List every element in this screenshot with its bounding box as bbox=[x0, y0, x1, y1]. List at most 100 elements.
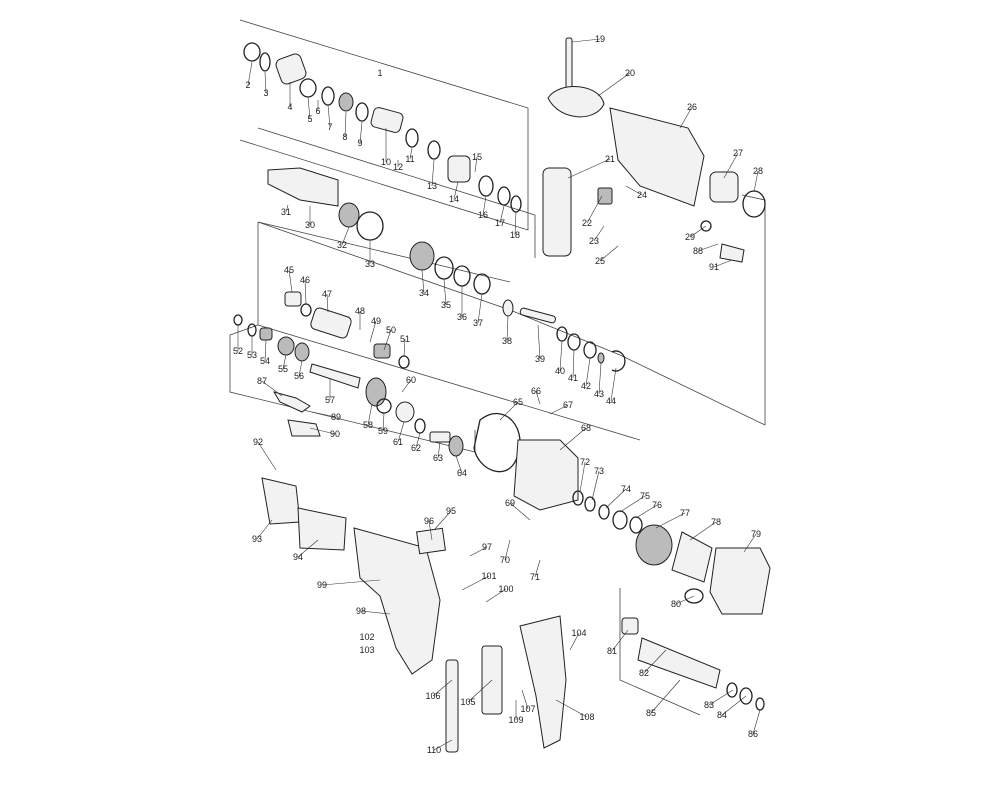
part-label-105: 105 bbox=[460, 697, 475, 707]
ring-part bbox=[243, 42, 261, 62]
leader-line-85 bbox=[650, 679, 681, 714]
leader-line-13 bbox=[431, 159, 435, 187]
leader-line-55 bbox=[282, 354, 287, 370]
part-label-95: 95 bbox=[446, 506, 456, 516]
leader-line-93 bbox=[256, 519, 273, 540]
part-label-64: 64 bbox=[457, 468, 467, 478]
part-label-74: 74 bbox=[621, 484, 631, 494]
group-frame-line-1 bbox=[257, 221, 511, 283]
ring-part bbox=[612, 510, 628, 530]
ring-part bbox=[583, 341, 597, 359]
leader-line-82 bbox=[643, 649, 667, 674]
part-label-83: 83 bbox=[704, 700, 714, 710]
part-label-75: 75 bbox=[640, 491, 650, 501]
lever-plate bbox=[287, 419, 321, 437]
group-frame-chuck bbox=[239, 19, 529, 231]
part-label-50: 50 bbox=[386, 325, 396, 335]
leader-line-37 bbox=[477, 293, 483, 324]
leader-line-47 bbox=[326, 293, 329, 313]
part-label-5: 5 bbox=[307, 114, 312, 124]
gear-part bbox=[294, 342, 310, 362]
front-housing bbox=[609, 107, 705, 207]
gear-housing bbox=[513, 439, 579, 511]
part-label-24: 24 bbox=[637, 190, 647, 200]
leader-line-51 bbox=[403, 338, 406, 357]
part-label-49: 49 bbox=[371, 316, 381, 326]
leader-line-50 bbox=[383, 329, 392, 351]
part-label-38: 38 bbox=[502, 336, 512, 346]
part-label-16: 16 bbox=[478, 210, 488, 220]
leader-line-2 bbox=[247, 61, 253, 86]
leader-line-59 bbox=[382, 412, 385, 432]
leader-line-43 bbox=[598, 362, 602, 395]
part-label-15: 15 bbox=[472, 152, 482, 162]
ring-part bbox=[556, 326, 568, 342]
leader-line-63 bbox=[437, 441, 441, 459]
group-frame-armature bbox=[619, 588, 701, 716]
leader-line-21 bbox=[567, 158, 611, 179]
part-label-84: 84 bbox=[717, 710, 727, 720]
part-label-1: 1 bbox=[377, 68, 382, 78]
part-label-27: 27 bbox=[733, 148, 743, 158]
part-label-77: 77 bbox=[680, 508, 690, 518]
group-frames bbox=[229, 19, 766, 716]
part-label-23: 23 bbox=[589, 236, 599, 246]
leader-line-69 bbox=[509, 502, 531, 521]
ring-part bbox=[427, 140, 441, 160]
bevel-gear-part bbox=[338, 202, 360, 228]
ring-part bbox=[510, 195, 522, 213]
ring-part bbox=[478, 175, 494, 197]
part-label-8: 8 bbox=[342, 132, 347, 142]
part-label-29: 29 bbox=[685, 232, 695, 242]
part-label-42: 42 bbox=[581, 381, 591, 391]
ring-part bbox=[684, 588, 704, 604]
ring-part bbox=[598, 504, 610, 520]
part-label-87: 87 bbox=[257, 376, 267, 386]
part-label-44: 44 bbox=[606, 396, 616, 406]
leader-line-61 bbox=[397, 421, 405, 443]
part-label-100: 100 bbox=[498, 584, 513, 594]
spring-part bbox=[409, 241, 435, 271]
leader-line-78 bbox=[689, 521, 717, 541]
leader-line-19 bbox=[571, 38, 601, 43]
part-label-70: 70 bbox=[500, 555, 510, 565]
leader-line-31 bbox=[285, 204, 289, 213]
tool-holder-barrel bbox=[267, 167, 339, 207]
leader-line-40 bbox=[559, 340, 563, 372]
cord-guard bbox=[445, 659, 459, 753]
leader-line-70 bbox=[504, 539, 511, 561]
ring-part bbox=[356, 211, 384, 241]
part-label-2: 2 bbox=[245, 80, 250, 90]
leader-line-100 bbox=[485, 588, 507, 603]
leader-line-58 bbox=[367, 403, 373, 426]
leader-line-73 bbox=[591, 470, 600, 501]
part-label-4: 4 bbox=[287, 102, 292, 112]
part-label-109: 109 bbox=[508, 715, 523, 725]
leader-line-17 bbox=[499, 205, 505, 224]
part-label-53: 53 bbox=[247, 350, 257, 360]
fan-part bbox=[635, 524, 673, 566]
leader-line-66 bbox=[535, 390, 541, 405]
part-label-55: 55 bbox=[278, 364, 288, 374]
part-label-67: 67 bbox=[563, 400, 573, 410]
part-label-11: 11 bbox=[405, 154, 414, 164]
leader-line-86 bbox=[752, 709, 761, 735]
part-label-63: 63 bbox=[433, 453, 443, 463]
leader-line-68 bbox=[559, 427, 587, 451]
leader-line-79 bbox=[743, 533, 757, 553]
leader-line-76 bbox=[635, 504, 658, 519]
leader-line-20 bbox=[597, 72, 631, 97]
part-label-32: 32 bbox=[337, 240, 347, 250]
part-label-10: 10 bbox=[381, 157, 391, 167]
part-label-39: 39 bbox=[535, 354, 545, 364]
part-label-12: 12 bbox=[393, 162, 403, 172]
group-frame-barrel bbox=[257, 127, 536, 258]
part-label-28: 28 bbox=[753, 166, 763, 176]
leader-line-23 bbox=[593, 225, 605, 242]
leader-line-39 bbox=[537, 324, 541, 360]
leader-line-5 bbox=[307, 96, 311, 120]
part-label-76: 76 bbox=[652, 500, 662, 510]
retaining-ring bbox=[611, 350, 626, 372]
